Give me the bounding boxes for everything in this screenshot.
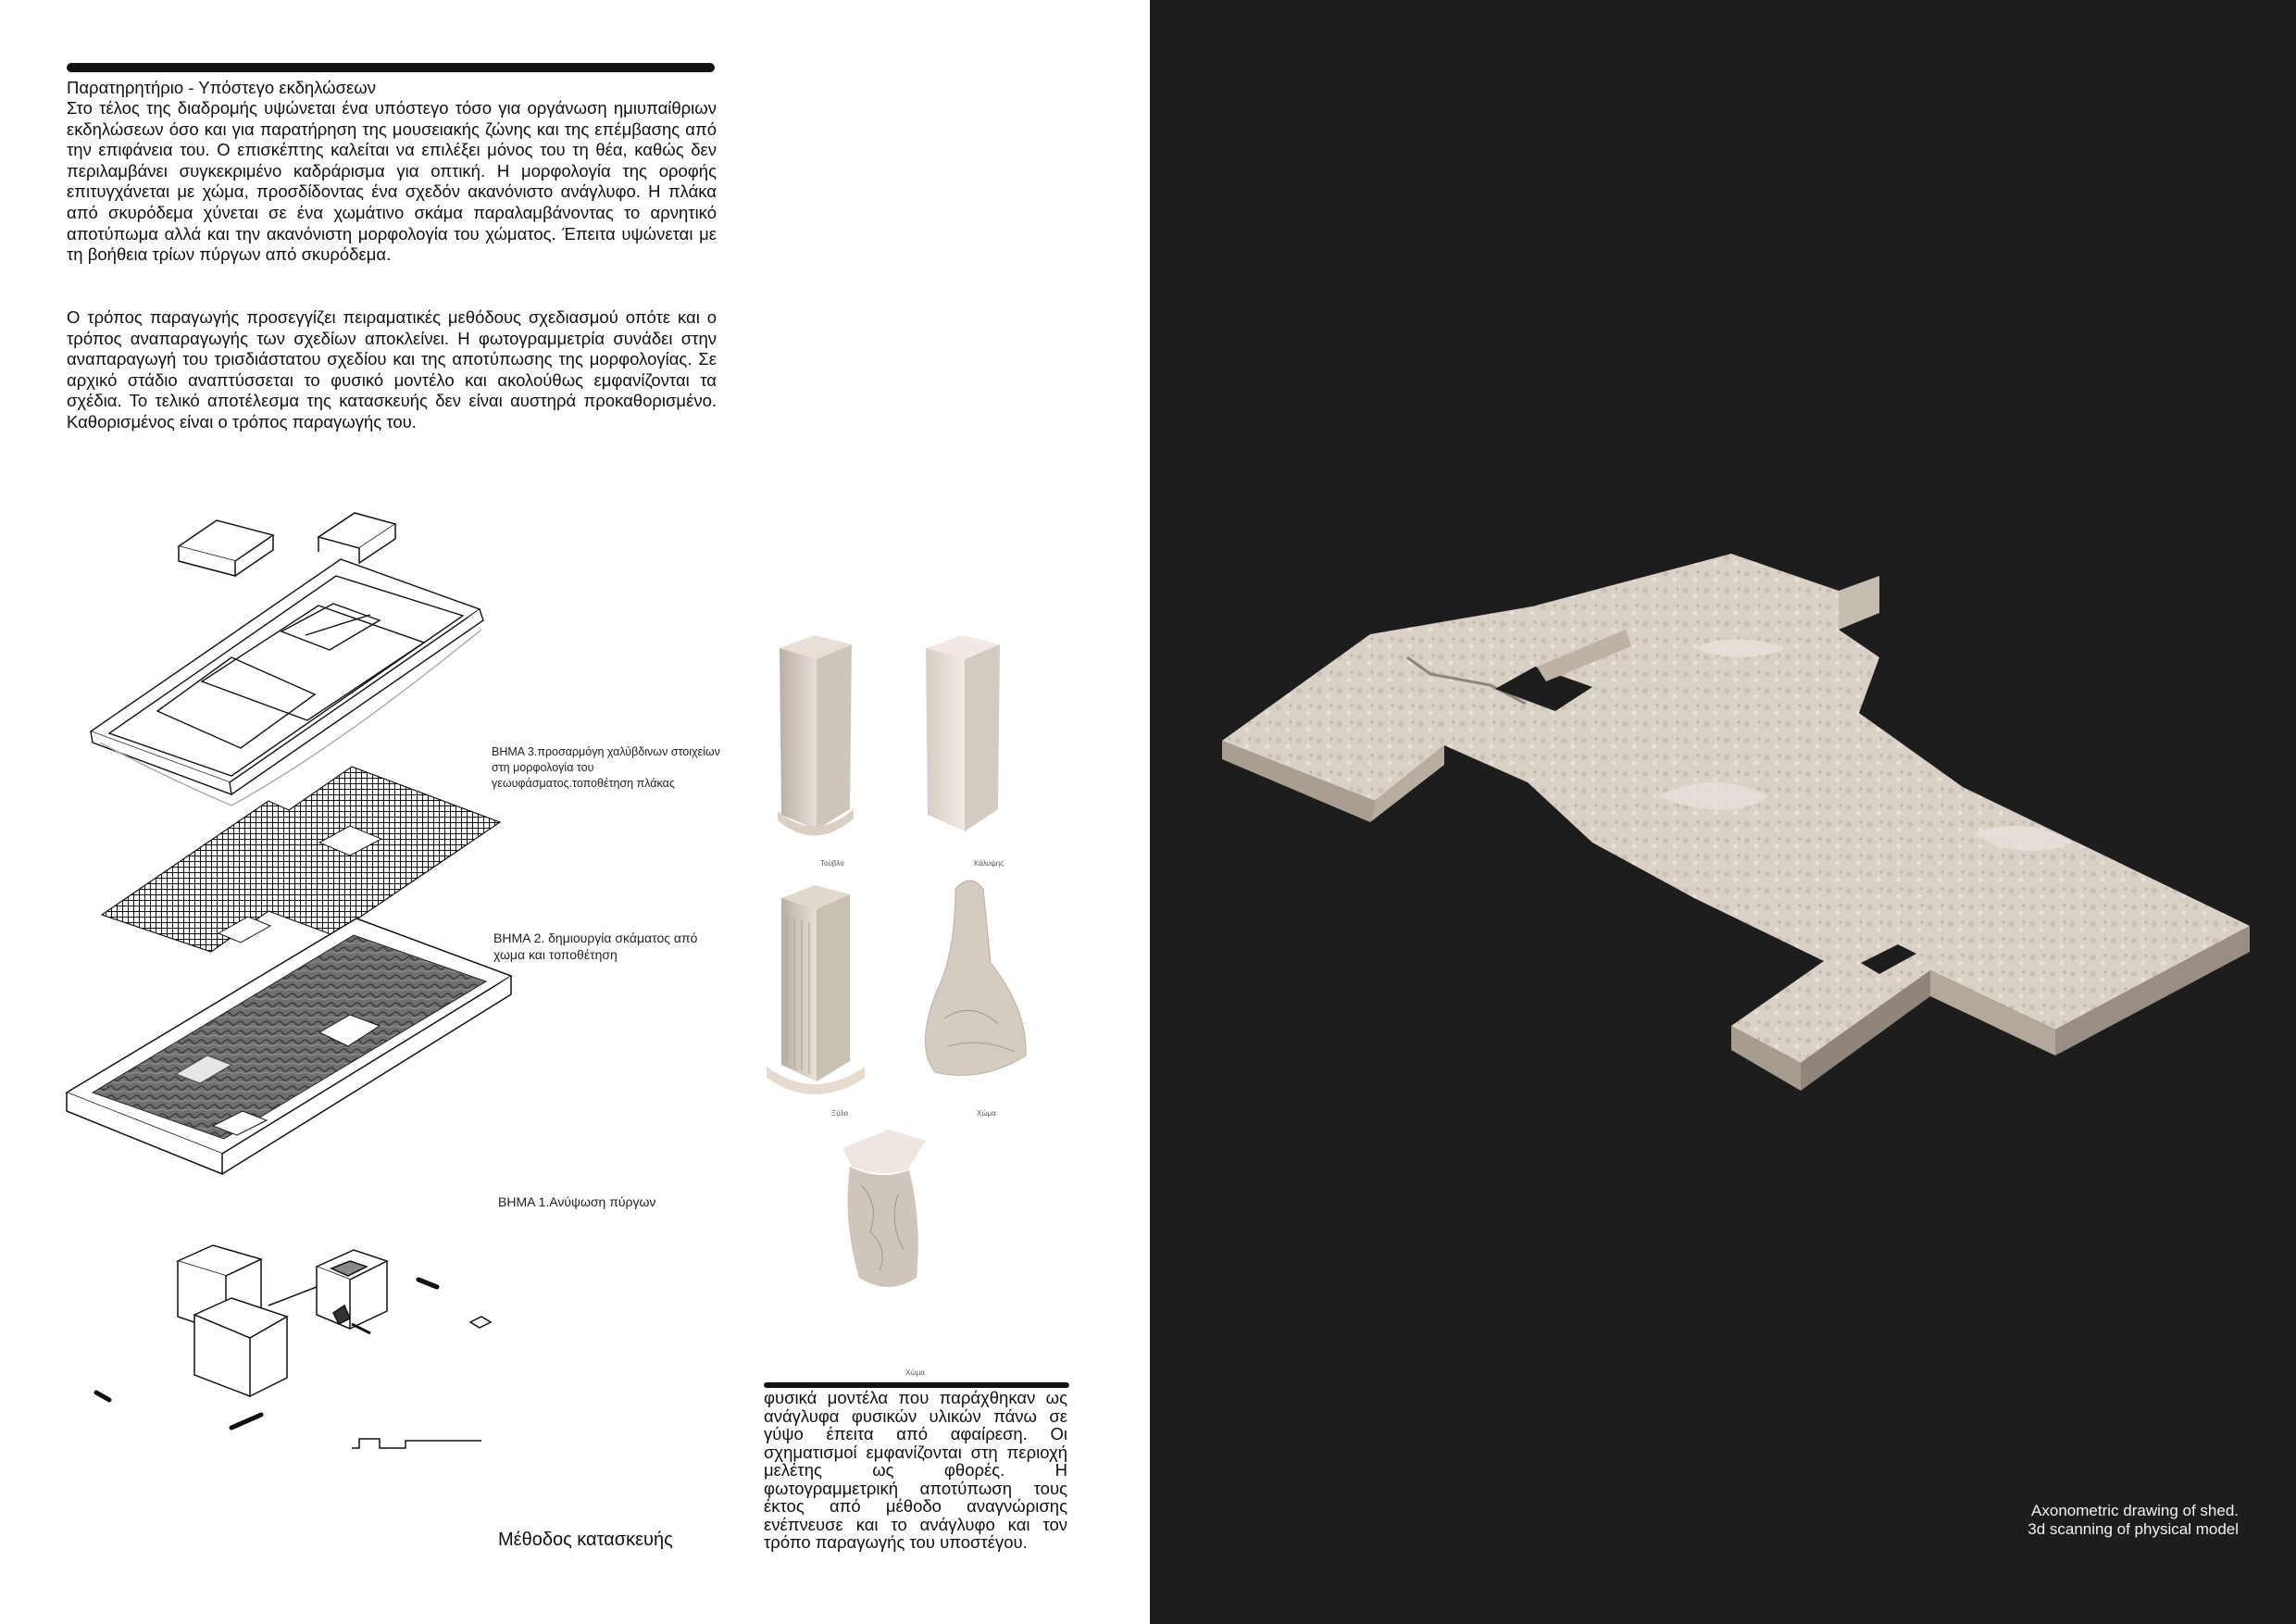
- sample-cover: [926, 635, 1000, 831]
- sample-soil-column: [842, 1130, 926, 1287]
- caption-soil-column: Χώμα: [905, 1368, 925, 1377]
- step-3-label: ΒΗΜΑ 3.προσαρμόγη χαλύβδινων στοιχείων σ…: [492, 745, 720, 790]
- step-2-label: ΒΗΜΑ 2. δημιουργία σκάματος από χωμα και…: [493, 931, 698, 962]
- towers: [94, 1244, 493, 1449]
- exploded-axonometric-drawing: [65, 512, 513, 1449]
- scan-caption: Axonometric drawing of shed. 3d scanning…: [2028, 1502, 2239, 1539]
- caption-soil: Χώμα: [977, 1109, 996, 1118]
- intro-paragraph-2: Ο τρόπος παραγωγής προσεγγίζει πειραματι…: [67, 307, 717, 431]
- top-rule: [67, 63, 715, 72]
- material-sample-models: [767, 635, 1027, 1287]
- roof-slab: [89, 558, 484, 806]
- soil-bed: [65, 918, 513, 1176]
- caption-wood: Ξύλο: [831, 1109, 848, 1118]
- intro-title: Παρατηρητήριο - Υπόστεγο εκδηλώσεων: [67, 78, 376, 97]
- scan-caption-line-1: Axonometric drawing of shed.: [2031, 1502, 2239, 1519]
- top-boxes: [177, 512, 397, 577]
- method-title: Μέθοδος κατασκευής: [498, 1530, 673, 1550]
- steel-grid: [100, 766, 502, 953]
- scan-caption-line-2: 3d scanning of physical model: [2028, 1520, 2239, 1538]
- sample-wood: [767, 885, 865, 1094]
- step-1-label: ΒΗΜΑ 1.Ανύψωση πύργων: [498, 1194, 656, 1209]
- side-text-rule: [764, 1382, 1069, 1388]
- scanned-shed-model: [1222, 554, 2250, 1091]
- left-page: Παρατηρητήριο - Υπόστεγο εκδηλώσεων Στο …: [65, 63, 1069, 1552]
- sample-soil: [925, 880, 1027, 1076]
- intro-paragraph-1: Στο τέλος της διαδρομής υψώνεται ένα υπό…: [67, 98, 717, 265]
- sample-brick: [778, 635, 854, 836]
- caption-brick: Τούβλο: [820, 859, 844, 868]
- caption-cover: Κάλυψης: [974, 859, 1004, 868]
- side-text: φυσικά μοντέλα που παράχθηκαν ως ανάγλυφ…: [764, 1388, 1067, 1552]
